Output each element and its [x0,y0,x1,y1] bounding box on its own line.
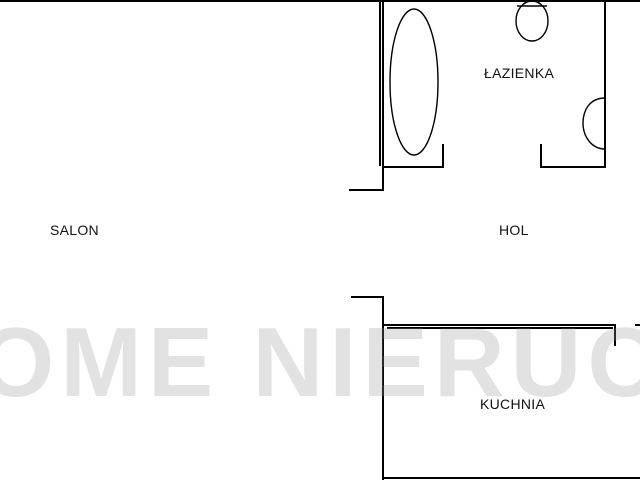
room-label-hol: HOL [499,222,529,238]
bathtub-icon [389,8,439,156]
room-label-kuchnia: KUCHNIA [480,396,546,412]
toilet-icon [515,0,549,42]
room-label-salon: SALON [50,222,99,238]
sink-icon [582,97,606,150]
room-label-lazienka: ŁAZIENKA [484,65,555,81]
